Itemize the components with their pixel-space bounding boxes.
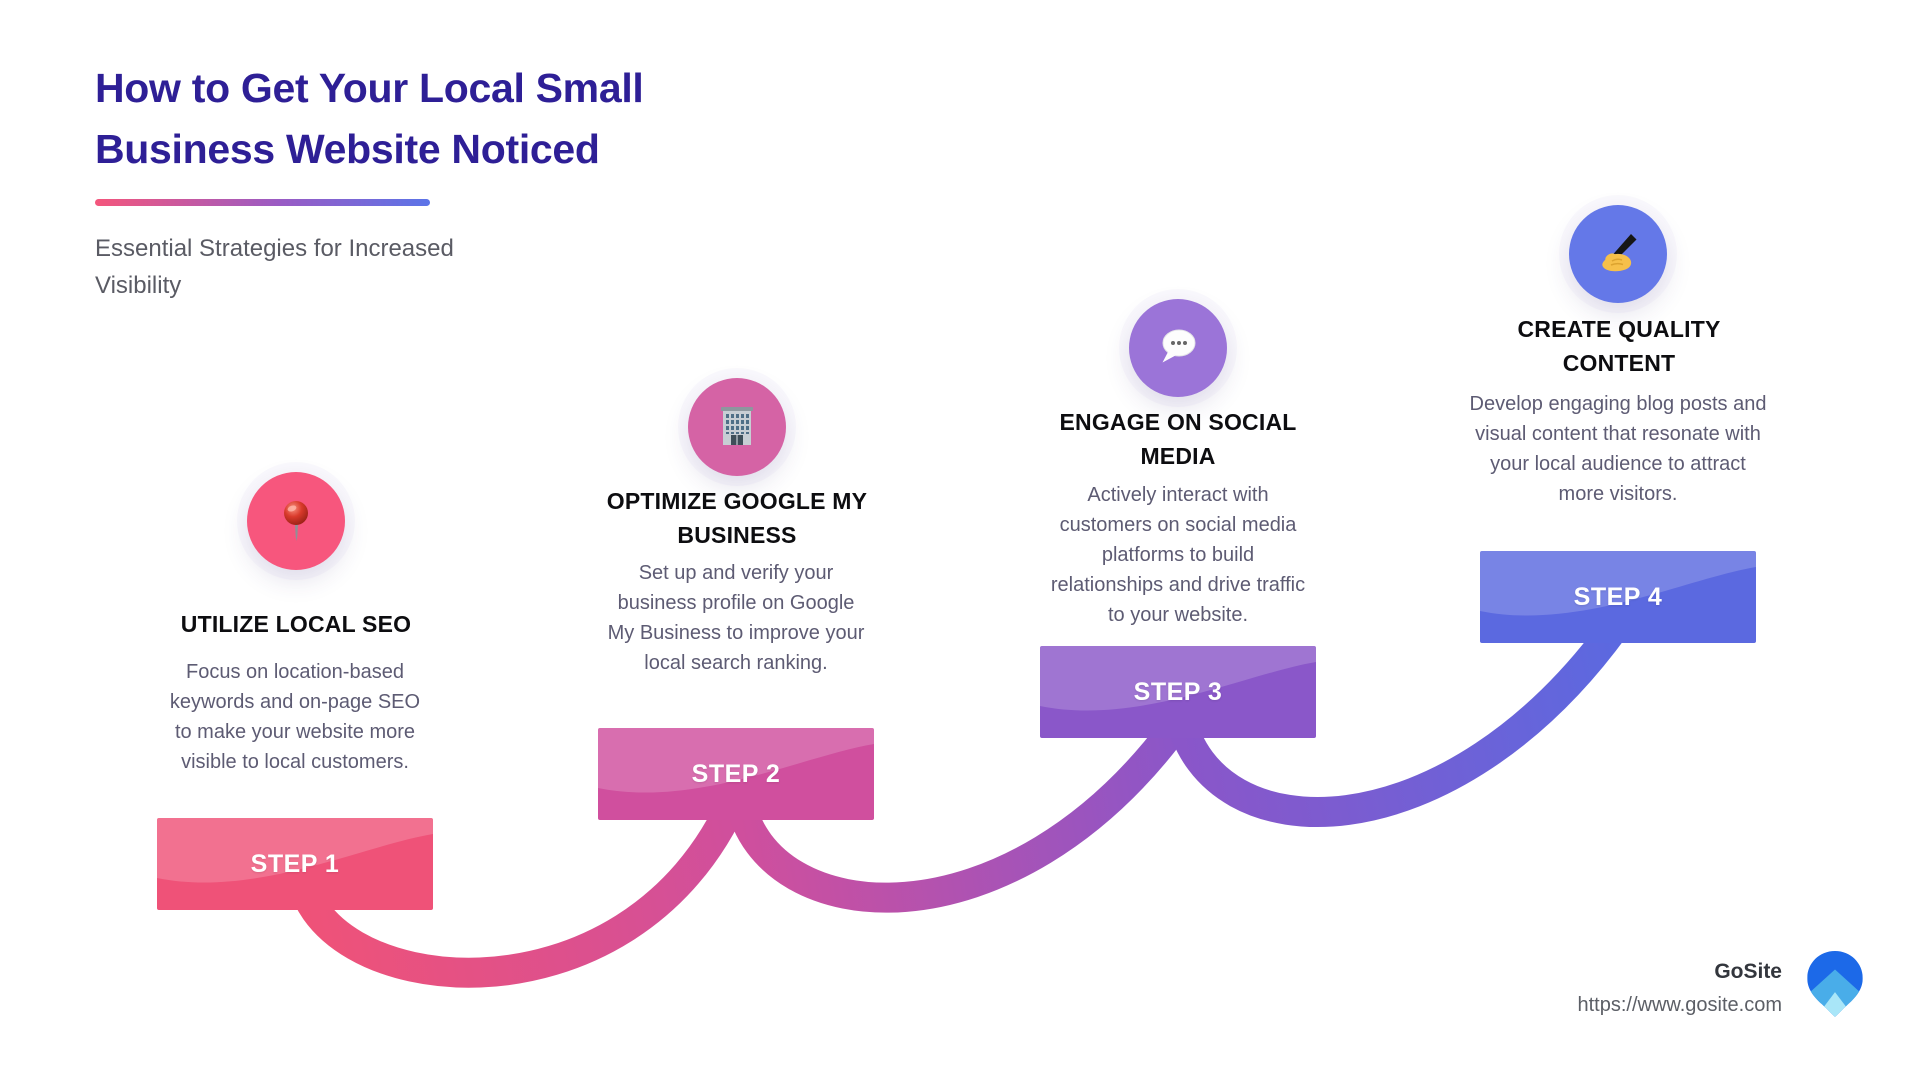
step1-icon-circle [247,472,345,570]
speech-balloon-icon [1162,329,1196,363]
badge-gloss [1040,646,1316,711]
step4-title: CREATE QUALITY CONTENT [1469,312,1769,380]
office-building-icon [721,407,753,445]
step3-description: Actively interact with customers on soci… [1050,484,1306,626]
page-subtitle: Essential Strategies for Increased Visib… [95,230,454,304]
step3-title: ENGAGE ON SOCIAL MEDIA [1028,405,1328,473]
step2-badge: STEP 2 [598,728,874,820]
step4-badge: STEP 4 [1480,551,1756,643]
step-title-line: UTILIZE LOCAL SEO [180,611,412,637]
writing-hand-icon [1602,234,1637,272]
step1-title: UTILIZE LOCAL SEO [146,607,446,641]
page-title-line: Business Website Noticed [95,126,600,172]
step3-badge: STEP 3 [1040,646,1316,738]
page-subtitle-line: Visibility [95,272,182,299]
step2-description: Set up and verify your business profile … [607,562,865,674]
title-accent-underline [95,199,430,206]
page-subtitle-line: Essential Strategies for Increased [95,235,454,262]
connector-step3-step4 [1165,611,1633,828]
badge-gloss [157,818,433,883]
step-title-line: ENGAGE ON SOCIAL [1059,409,1297,435]
gosite-logo-icon [1807,951,1863,1017]
brand-name: GoSite [1714,960,1782,983]
step4-label: STEP 4 [1573,582,1663,611]
brand-url: https://www.gosite.com [1577,994,1782,1016]
step3-label: STEP 3 [1133,677,1223,706]
connector-step1-step2 [285,789,750,988]
step4-description: Develop engaging blog posts and visual c… [1469,393,1767,505]
badge-gloss [1480,551,1756,616]
step-title-line: BUSINESS [677,522,797,548]
step3-icon-circle [1129,299,1227,397]
step2-icon-circle [688,378,786,476]
page-title: How to Get Your Local Small Business Web… [95,58,644,180]
step4-icon-circle [1569,205,1667,303]
step1-badge: STEP 1 [157,818,433,910]
step-title-line: OPTIMIZE GOOGLE MY [606,488,868,514]
connector-step2-step3 [725,711,1193,913]
step2-title: OPTIMIZE GOOGLE MY BUSINESS [587,484,887,552]
step-title-line: CREATE QUALITY [1517,316,1721,342]
step-title-line: MEDIA [1140,443,1216,469]
badge-gloss [598,728,874,793]
pushpin-icon [284,501,308,541]
step-title-line: CONTENT [1562,350,1676,376]
step2-label: STEP 2 [691,759,781,788]
page-title-line: How to Get Your Local Small [95,65,644,111]
step1-label: STEP 1 [250,849,340,878]
step1-description: Focus on location-based keywords and on-… [169,661,421,773]
